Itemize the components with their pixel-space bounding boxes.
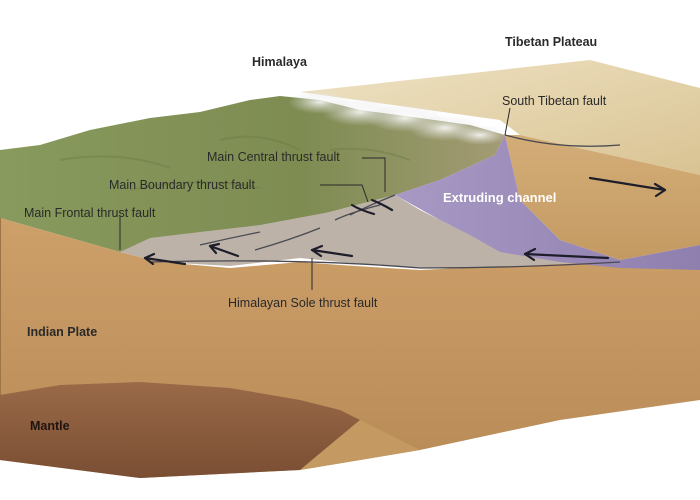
arrow-channel-lower — [523, 252, 610, 260]
label-mantle: Mantle — [30, 419, 70, 433]
extruding-channel — [395, 135, 700, 270]
label-himalayan-sole-thrust-fault: Himalayan Sole thrust fault — [228, 296, 378, 310]
arrow-sole — [310, 248, 354, 258]
plateau-crust — [505, 135, 700, 260]
label-indian-plate: Indian Plate — [27, 325, 98, 339]
leader-south-tibetan — [504, 107, 511, 136]
main-boundary-thrust-line — [334, 204, 381, 221]
label-south-tibetan-fault: South Tibetan fault — [502, 94, 607, 108]
flow-arrows — [143, 176, 667, 266]
leader-mct — [362, 157, 386, 192]
leader-lines — [119, 107, 511, 290]
sole-thrust-wedge — [120, 195, 600, 268]
himalaya-surface — [0, 96, 505, 252]
south-tibetan-fault-line — [504, 134, 621, 147]
arrow-front-2 — [208, 244, 240, 258]
arrow-plateau — [588, 176, 667, 192]
label-himalaya: Himalaya — [252, 55, 307, 69]
himalayan-sole-thrust-line — [149, 260, 621, 269]
label-main-boundary-thrust-fault: Main Boundary thrust fault — [109, 178, 255, 192]
label-tibetan-plateau: Tibetan Plateau — [505, 35, 598, 49]
leader-mbt — [320, 184, 369, 203]
arrow-mbt — [350, 203, 376, 216]
cloud-shape — [288, 90, 508, 145]
fault-lines — [149, 134, 621, 269]
arrow-mct — [370, 198, 394, 212]
mantle-layer — [0, 382, 360, 478]
label-extruding-channel: Extruding channel — [443, 190, 557, 205]
label-main-central-thrust-fault: Main Central thrust fault — [207, 150, 340, 164]
label-main-frontal-thrust-fault: Main Frontal thrust fault — [24, 206, 156, 220]
arrow-front-1 — [143, 256, 187, 266]
